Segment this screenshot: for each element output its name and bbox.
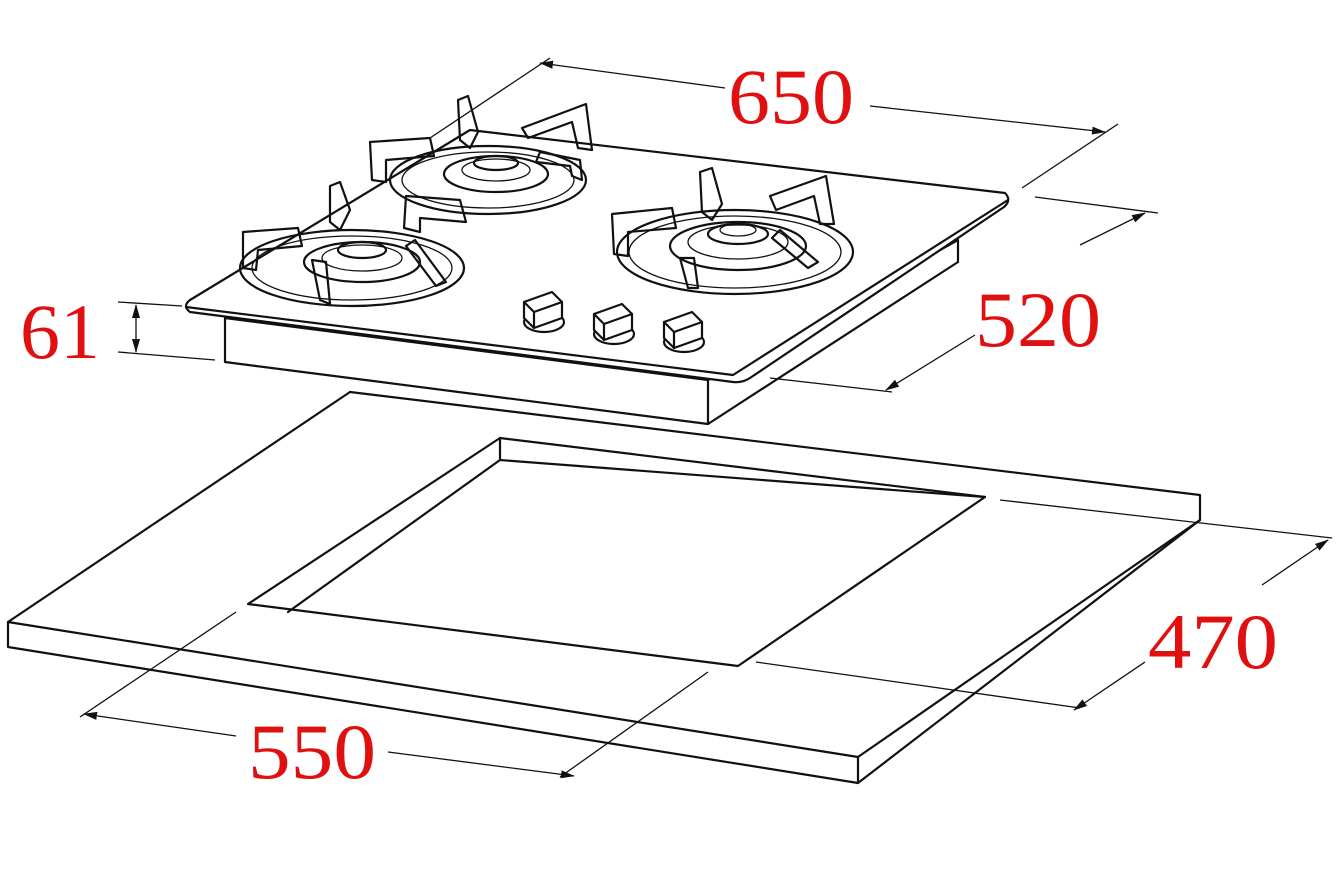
burner-left [238, 180, 468, 308]
dimension-470 [755, 499, 1333, 711]
dimension-550 [79, 611, 709, 779]
countertop-cutout [246, 436, 987, 668]
control-knob-3 [662, 310, 706, 354]
dimension-520 [769, 196, 1159, 393]
control-knob-2 [592, 302, 636, 346]
cutout-depth-label: 470 [1148, 598, 1278, 685]
dimension-61 [117, 301, 216, 361]
countertop [6, 390, 1202, 785]
hob-height-label: 61 [20, 288, 100, 375]
hob [184, 128, 1010, 426]
hob-depth-label: 520 [975, 276, 1101, 363]
burner-right [610, 166, 855, 296]
dimension-650 [429, 57, 1119, 189]
cutout-width-label: 550 [248, 708, 376, 795]
hob-width-label: 650 [728, 53, 854, 140]
control-knob-1 [522, 290, 566, 334]
